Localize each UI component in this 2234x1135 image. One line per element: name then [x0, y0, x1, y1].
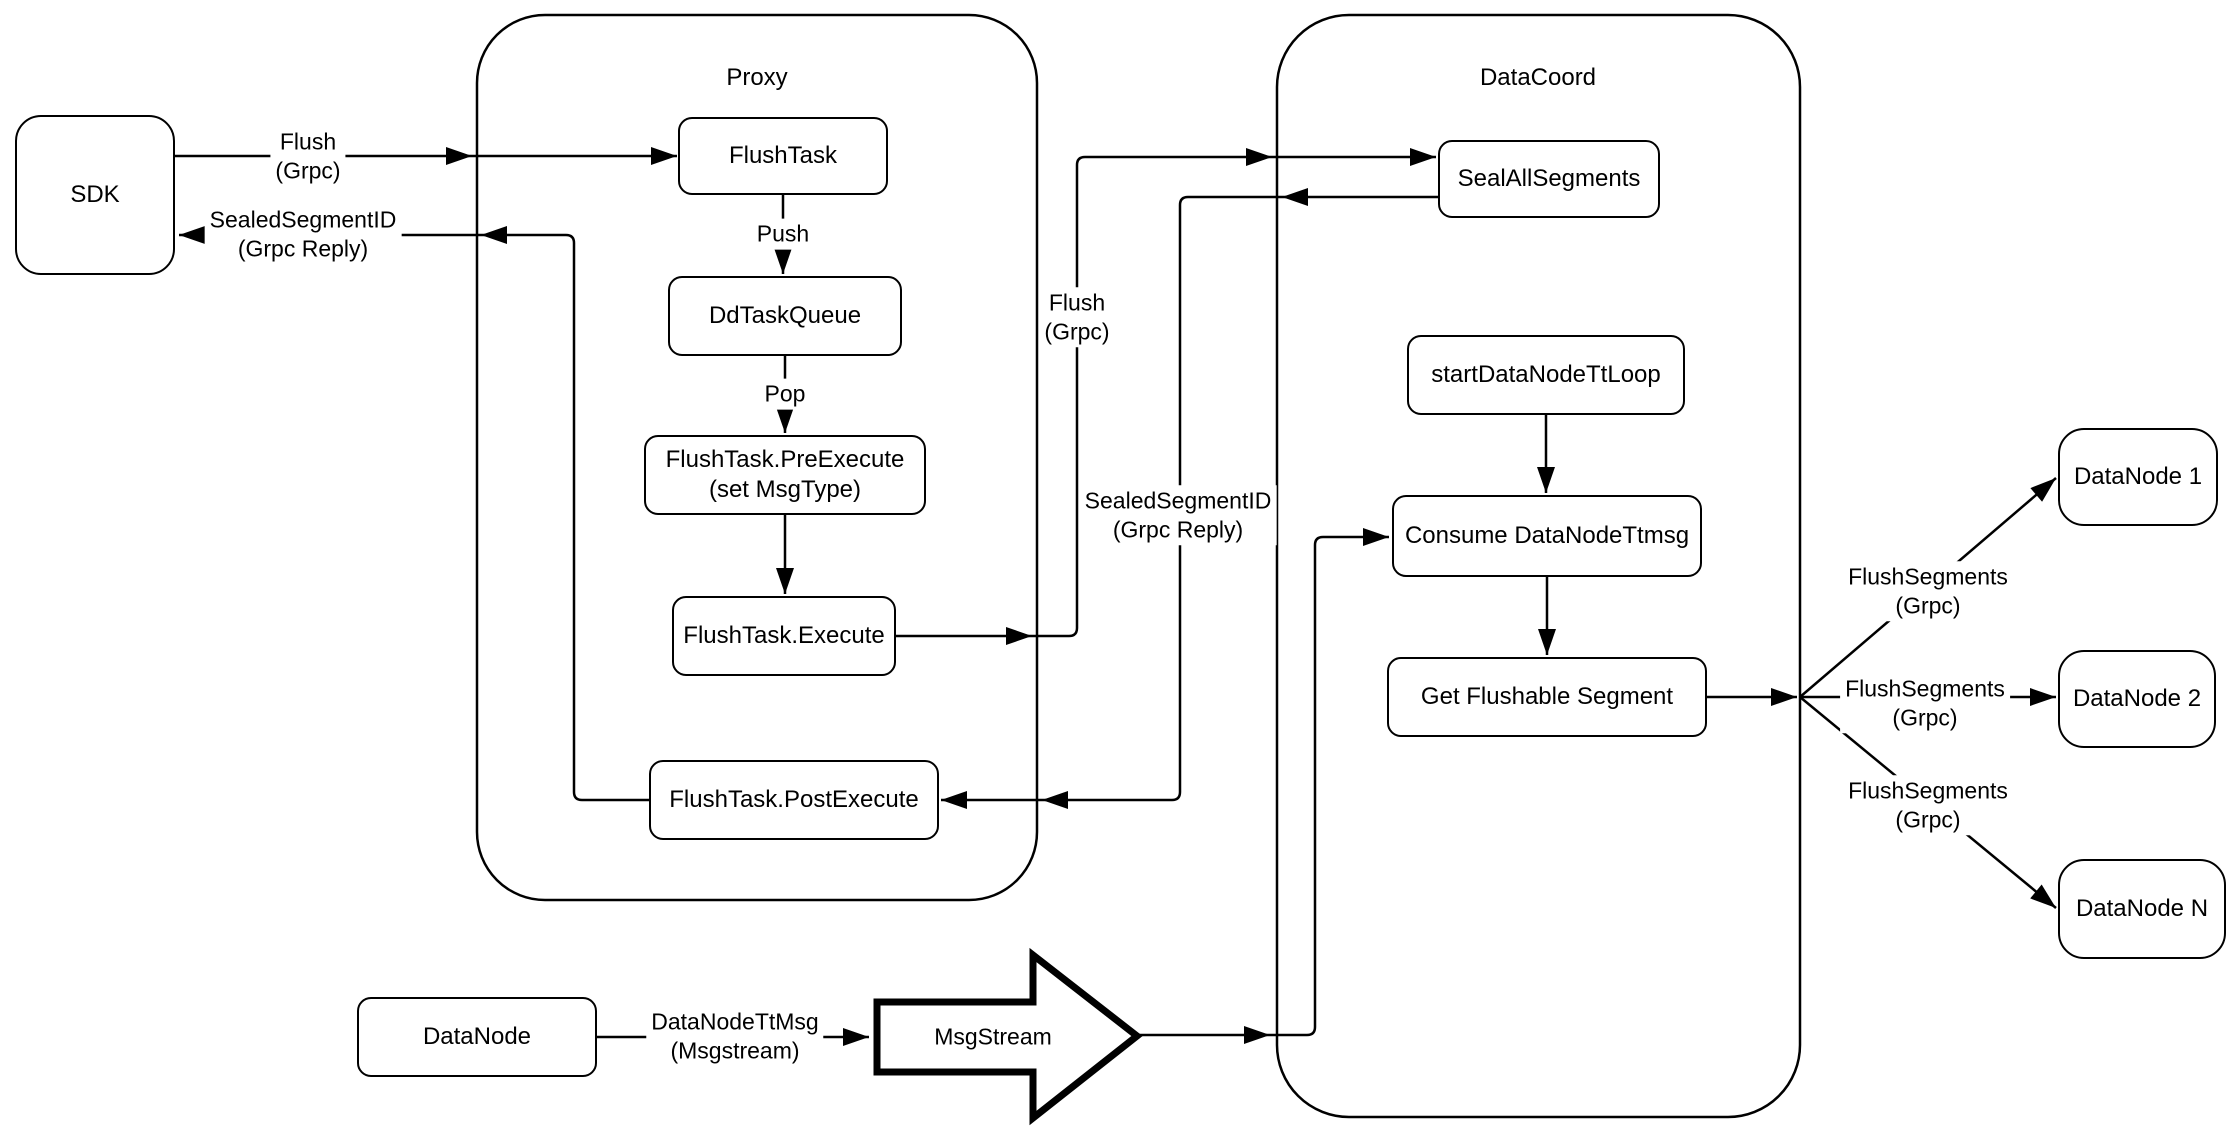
node-flushtask: FlushTask — [678, 117, 888, 195]
edge-label-sealedsegmentid-datacoord: SealedSegmentID (Grpc Reply) — [1079, 485, 1277, 545]
edge-label-flush-grpc-datacoord: Flush (Grpc) — [1039, 287, 1115, 347]
node-datanode-n: DataNode N — [2058, 859, 2226, 959]
node-flushtask-postexecute: FlushTask.PostExecute — [649, 760, 939, 840]
edge-label-datanodettmsg: DataNodeTtMsg (Msgstream) — [646, 1006, 824, 1066]
proxy-container-title: Proxy — [726, 64, 788, 91]
node-datanode-2: DataNode 2 — [2058, 650, 2216, 748]
node-datanode: DataNode — [357, 997, 597, 1077]
edge-label-flush-grpc-sdk: Flush (Grpc) — [270, 126, 346, 186]
datacoord-container-title: DataCoord — [1479, 64, 1597, 91]
edge-label-push: Push — [751, 218, 815, 250]
node-ddtaskqueue: DdTaskQueue — [668, 276, 902, 356]
node-consume-datanodettmsg: Consume DataNodeTtmsg — [1392, 495, 1702, 577]
node-flushtask-preexecute: FlushTask.PreExecute (set MsgType) — [644, 435, 926, 515]
edge-msgstream-to-consume — [1137, 528, 1389, 1044]
msgstream-arrow-shape — [873, 947, 1143, 1126]
node-flushtask-execute: FlushTask.Execute — [672, 596, 896, 676]
node-sealallsegments: SealAllSegments — [1438, 140, 1660, 218]
node-sdk: SDK — [15, 115, 175, 275]
edge-label-sealedsegmentid-sdk: SealedSegmentID (Grpc Reply) — [204, 204, 402, 264]
edge-execute-to-sealallsegments — [896, 148, 1436, 645]
edge-label-flushsegments-n: FlushSegments (Grpc) — [1843, 775, 2013, 835]
edge-label-flushsegments-2: FlushSegments (Grpc) — [1840, 673, 2010, 733]
edge-label-flushsegments-1: FlushSegments (Grpc) — [1843, 561, 2013, 621]
node-startdatanodettloop: startDataNodeTtLoop — [1407, 335, 1685, 415]
msgstream-shape-label: MsgStream — [934, 1023, 1052, 1050]
node-get-flushable-segment: Get Flushable Segment — [1387, 657, 1707, 737]
edge-label-pop: Pop — [759, 378, 811, 410]
node-datanode-1: DataNode 1 — [2058, 428, 2218, 526]
